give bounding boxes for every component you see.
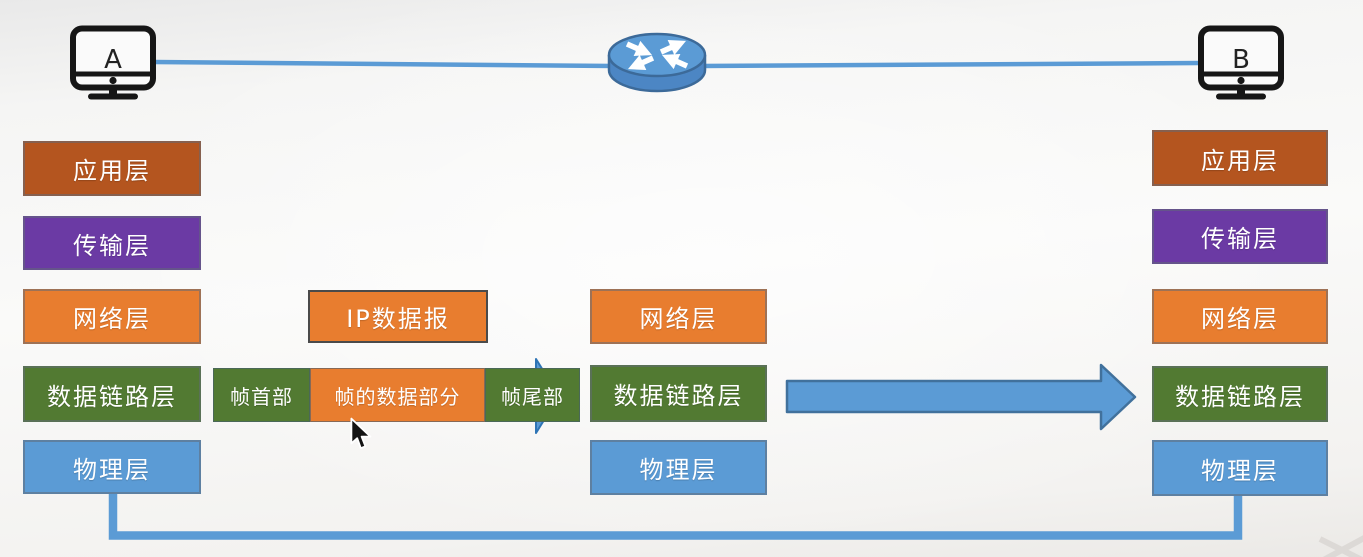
layer-label: 网络层 (639, 305, 718, 333)
layer-label: 物理层 (639, 456, 718, 484)
monitor-icon: A (70, 25, 156, 100)
monitor-power-dot (1237, 76, 1245, 85)
frame-data-label: 帧的数据部分 (334, 384, 461, 409)
layer-label: 数据链路层 (613, 382, 744, 410)
router-top (607, 32, 707, 78)
frame-trailer-box: 帧尾部 (485, 368, 580, 422)
layer-box-datalink-left: 数据链路层 (23, 366, 201, 422)
watermark-x-icon (1318, 535, 1363, 557)
big-right-arrow-icon (785, 363, 1137, 431)
layer-label: 物理层 (1201, 456, 1279, 485)
frame-data-box: 帧的数据部分 (310, 368, 485, 422)
link-line-router-to-b (699, 60, 1201, 69)
layer-label: 数据链路层 (47, 382, 177, 411)
layer-box-network-left: 网络层 (23, 289, 201, 344)
layer-label: 传输层 (73, 231, 151, 260)
frame-header-box: 帧首部 (213, 368, 310, 422)
host-b-label: B (1232, 45, 1250, 75)
frame-trailer-label: 帧尾部 (501, 384, 564, 409)
layer-box-transport-left: 传输层 (23, 216, 201, 270)
ip-datagram-label: IP数据报 (346, 305, 450, 333)
layer-label: 传输层 (1201, 225, 1279, 253)
router-arrow-out-ne (659, 40, 687, 56)
layer-box-application-left: 应用层 (23, 141, 201, 196)
frame-header-label: 帧首部 (230, 384, 293, 409)
physical-link-connector (108, 494, 1243, 540)
layer-box-physical-left: 物理层 (23, 440, 201, 494)
layer-box-network-middle: 网络层 (590, 289, 767, 344)
layer-label: 应用层 (73, 157, 151, 185)
layer-box-network-right: 网络层 (1152, 289, 1328, 344)
layer-label: 网络层 (1201, 305, 1279, 333)
layer-label: 物理层 (73, 455, 151, 484)
layer-box-datalink-right: 数据链路层 (1152, 366, 1328, 422)
router-icon (607, 32, 707, 93)
router-arrow-in-se (661, 54, 689, 70)
layer-label: 网络层 (73, 305, 151, 333)
layer-box-physical-right: 物理层 (1152, 440, 1328, 496)
host-a-label: A (104, 45, 122, 75)
layer-box-datalink-middle: 数据链路层 (590, 365, 767, 422)
router-arrow-in-nw (625, 40, 653, 56)
mouse-cursor-icon (350, 417, 372, 450)
layer-box-physical-middle: 物理层 (590, 440, 767, 495)
monitor-power-dot (109, 76, 117, 85)
router-arrow-out-sw (627, 54, 655, 70)
monitor-icon: B (1198, 25, 1284, 100)
layer-box-application-right: 应用层 (1152, 130, 1328, 186)
link-line-a-to-router (153, 59, 615, 69)
monitor-stand-stem (109, 88, 117, 94)
layer-label: 应用层 (1201, 146, 1279, 175)
layer-box-transport-right: 传输层 (1152, 209, 1328, 264)
layer-label: 数据链路层 (1175, 382, 1305, 411)
monitor-stand-stem (1237, 88, 1245, 94)
ip-datagram-box: IP数据报 (308, 290, 488, 343)
